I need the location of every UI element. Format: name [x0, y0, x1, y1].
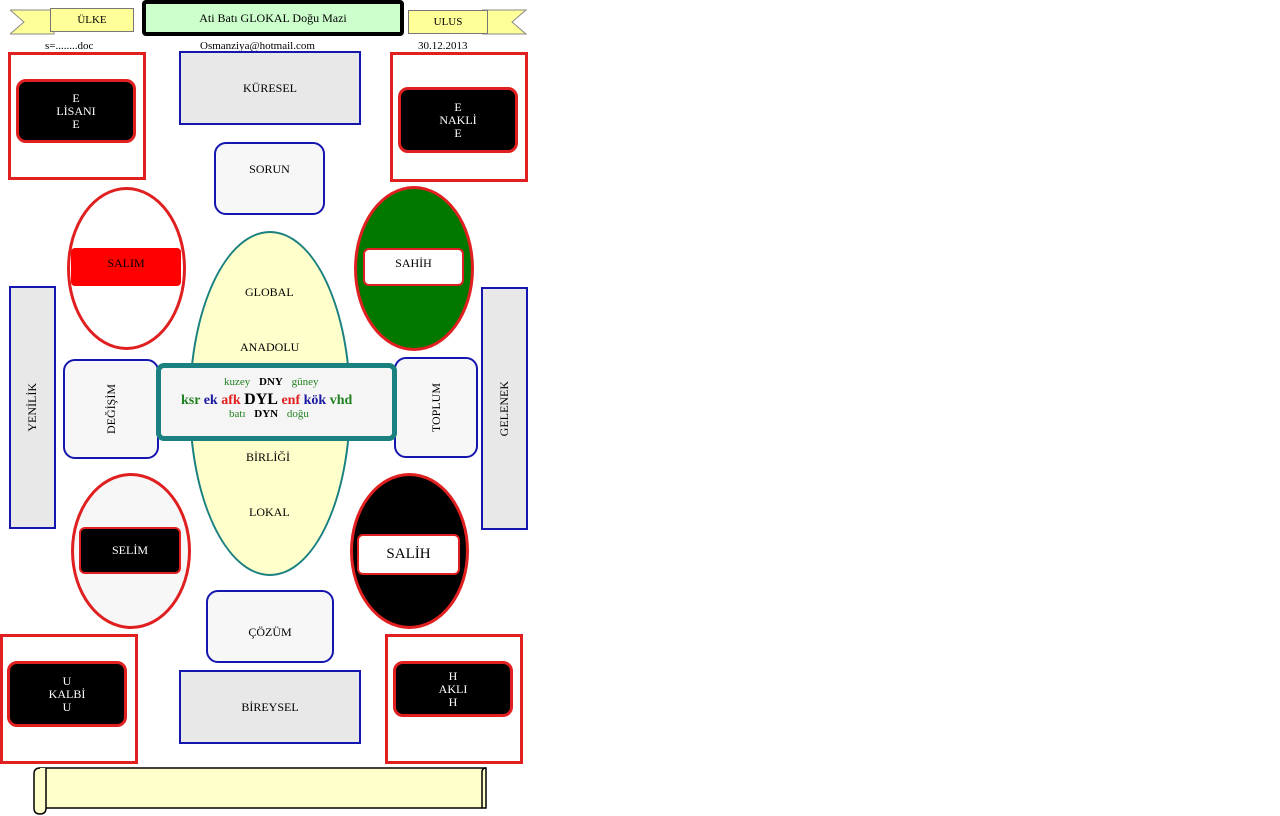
ulus-label: ULUS: [408, 10, 488, 34]
nakli-l1: E: [454, 99, 462, 114]
bottom-left-frame: [0, 634, 138, 764]
kalbi-l2: KALBİ: [48, 686, 86, 701]
degisim-label: DEĞİŞİM: [103, 384, 118, 434]
nakli-l2: NAKLİ: [439, 112, 477, 127]
dyn-text: DYN: [254, 408, 279, 420]
vhd-text: vhd: [329, 393, 353, 408]
akli-box: H AKLI H: [393, 661, 513, 717]
kuzey-text: kuzey: [224, 376, 251, 388]
ek-text: ek: [203, 393, 218, 408]
kalbi-l1: U: [62, 673, 72, 688]
bottom-scroll-banner: [33, 767, 487, 815]
nakli-box: E NAKLİ E: [398, 87, 518, 153]
left-ribbon: [10, 9, 55, 35]
page-title: Ati Batı GLOKAL Doğu Mazi: [142, 0, 404, 36]
right-ribbon: [482, 9, 528, 35]
bireysel-box: BİREYSEL: [179, 670, 361, 744]
toplum-box: TOPLUM: [394, 357, 478, 458]
ulke-label: ÜLKE: [50, 8, 134, 32]
kuresel-box: KÜRESEL: [179, 51, 361, 125]
ksr-text: ksr: [181, 393, 201, 408]
dogu-text: doğu: [286, 408, 309, 420]
dny-text: DNY: [259, 376, 283, 388]
gelenek-label: GELENEK: [497, 380, 511, 437]
enf-text: enf: [281, 393, 301, 408]
akli-l1: H: [448, 668, 458, 683]
salih-box: SALİH: [357, 534, 460, 575]
gelenek-box: GELENEK: [481, 287, 528, 530]
yenilik-box: YENİLİK: [9, 286, 56, 529]
dyl-text: DYL: [244, 391, 278, 408]
afk-text: afk: [221, 393, 241, 408]
cozum-box: ÇÖZÜM: [206, 590, 334, 663]
sorun-box: SORUN: [214, 142, 325, 215]
selim-box: SELİM: [79, 527, 181, 574]
degisim-box: DEĞİŞİM: [63, 359, 159, 459]
anadolu-label: ANADOLU: [240, 340, 300, 354]
kok-text: kök: [303, 393, 327, 408]
center-row-1: kuzey DNY güney: [224, 376, 319, 388]
salim-bar: SALIM: [71, 248, 181, 286]
lisani-box: E LİSANI E: [16, 79, 136, 143]
akli-l3: H: [448, 694, 458, 709]
lisani-l3: E: [72, 116, 80, 131]
top-left-frame: [8, 52, 146, 180]
akli-l2: AKLI: [438, 681, 468, 696]
filename-text: s=........doc: [45, 40, 94, 52]
bottom-right-frame: [385, 634, 523, 764]
birligi-label: BİRLİĞİ: [246, 450, 290, 464]
center-row-3: batı DYN doğu: [229, 408, 309, 420]
sahih-box: SAHİH: [363, 248, 464, 286]
toplum-label: TOPLUM: [428, 382, 443, 433]
center-panel: [156, 363, 397, 441]
lisani-l2: LİSANI: [56, 103, 96, 118]
center-row-2: ksr ek afk DYL enf kök vhd: [181, 391, 352, 409]
nakli-l3: E: [454, 125, 462, 140]
yenilik-label: YENİLİK: [25, 383, 39, 432]
top-right-frame: [390, 52, 528, 182]
email-text: Osmanziya@hotmail.com: [200, 40, 315, 52]
bati-text: batı: [229, 408, 246, 420]
kalbi-l3: U: [62, 699, 72, 714]
guney-text: güney: [291, 376, 319, 388]
lokal-label: LOKAL: [249, 505, 290, 519]
kalbi-box: U KALBİ U: [7, 661, 127, 727]
date-text: 30.12.2013: [418, 40, 468, 52]
global-label: GLOBAL: [245, 285, 294, 299]
lisani-l1: E: [72, 90, 80, 105]
